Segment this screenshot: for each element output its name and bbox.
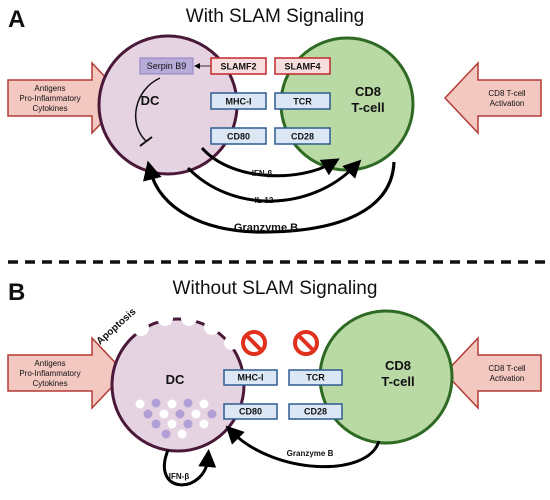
panel-a-inhibition-curve xyxy=(134,77,161,142)
panel-b-tcell-label-1: CD8 xyxy=(385,358,411,373)
panel-b-ifnb-arrow xyxy=(163,449,217,487)
panel-b-cd80-label: CD80 xyxy=(239,407,262,417)
panel-b-mhc-label: MHC-I xyxy=(238,373,264,383)
panel-b-no-sign-right xyxy=(293,330,319,356)
panel-b-apoptotic-bodies xyxy=(135,398,217,439)
panel-b-tcr-box xyxy=(288,369,343,386)
panel-a-serpin-box xyxy=(139,57,194,75)
panel-a-slamf4-box xyxy=(274,57,331,75)
panel-a-cd80-label: CD80 xyxy=(227,132,250,142)
panel-b-ifnb-label: IFN-β xyxy=(169,472,190,481)
panel-a-serpin-label: Serpin B9 xyxy=(147,61,187,71)
panel-a-activation-arrow: CD8 T-cell Activation xyxy=(443,61,542,135)
panel-a-activation-line-1: CD8 T-cell xyxy=(488,89,525,98)
panel-b-granzyme-arrow xyxy=(225,425,381,469)
panel-a-slamf2-box xyxy=(210,57,267,75)
panel-b-input-arrow: Antigens Pro-Inflammatory Cytokines xyxy=(7,336,127,410)
panel-a-il12-arrow xyxy=(186,159,362,203)
panel-b-activation-arrow: CD8 T-cell Activation xyxy=(443,336,542,410)
panel-a-dc-label: DC xyxy=(141,93,160,108)
panel-a-il12-label: IL-12 xyxy=(255,196,274,205)
panel-a-input-line-2: Pro-Inflammatory xyxy=(19,94,80,103)
panel-b-cd28-box xyxy=(288,403,343,420)
panel-b-input-line-1: Antigens xyxy=(34,359,65,368)
panel-a-tcell-label-2: T-cell xyxy=(351,100,384,115)
panel-a-ifnb-arrow xyxy=(200,147,340,178)
panel-a-letter: A xyxy=(8,6,25,33)
panel-a-input-line-1: Antigens xyxy=(34,84,65,93)
panel-b-cd28-label: CD28 xyxy=(304,407,327,417)
panel-a-slamf2-label: SLAMF2 xyxy=(221,62,257,72)
panel-b-activation-line-2: Activation xyxy=(490,374,525,383)
panel-a-ifnb-label: IFN-β xyxy=(252,169,273,178)
panel-a-input-line-3: Cytokines xyxy=(32,104,67,113)
panel-b-input-line-2: Pro-Inflammatory xyxy=(19,369,80,378)
panel-b-mhc-box xyxy=(223,369,278,386)
panel-a-title: With SLAM Signaling xyxy=(186,6,364,27)
panel-a-slamf4-label: SLAMF4 xyxy=(285,62,321,72)
panel-a-cd28-box xyxy=(274,127,331,145)
panel-a-cd80-box xyxy=(210,127,267,145)
panel-a-tcr-label: TCR xyxy=(293,97,312,107)
panel-b-tcr-label: TCR xyxy=(306,373,325,383)
panel-a-inhibition-bar xyxy=(139,136,153,147)
panel-a-granzyme-label: Granzyme B xyxy=(234,222,298,234)
panel-b-tcell-label-2: T-cell xyxy=(381,374,414,389)
panel-b-title: Without SLAM Signaling xyxy=(173,278,378,299)
panel-a-tcell-label-1: CD8 xyxy=(355,84,381,99)
panel-a-activation-line-2: Activation xyxy=(490,99,525,108)
panel-b-input-line-3: Cytokines xyxy=(32,379,67,388)
panel-a-cd28-label: CD28 xyxy=(291,132,314,142)
panel-b-no-sign-left xyxy=(241,330,267,356)
panel-b-cd80-box xyxy=(223,403,278,420)
panel-a-granzyme-arrow xyxy=(143,160,396,234)
panel-b-dc-label: DC xyxy=(166,372,185,387)
panel-a-mhc-label: MHC-I xyxy=(226,97,252,107)
panel-a-mhc-box xyxy=(210,92,267,110)
panel-b-granzyme-label: Granzyme B xyxy=(287,449,334,458)
panel-b-apoptotic-blebs xyxy=(133,310,238,350)
panel-b-activation-line-1: CD8 T-cell xyxy=(488,364,525,373)
panel-a-tcr-box xyxy=(274,92,331,110)
panel-b-letter: B xyxy=(8,279,25,306)
